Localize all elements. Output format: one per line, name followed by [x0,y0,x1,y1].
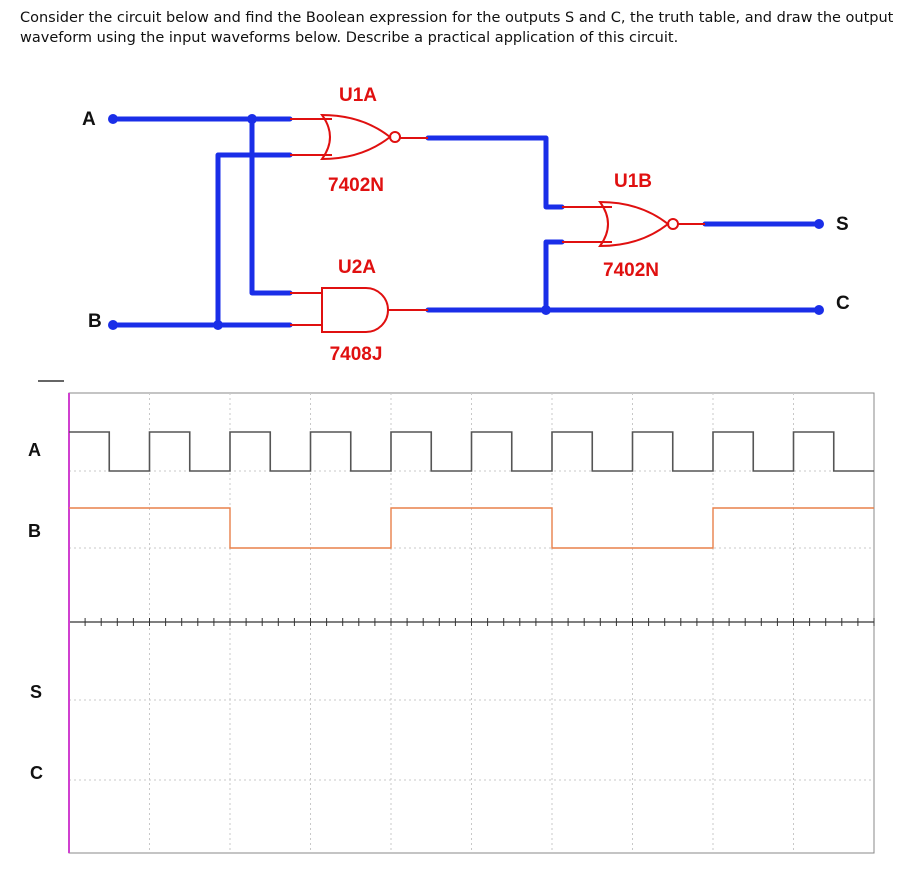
junctions [108,114,824,330]
wave-label-s: S [30,682,42,702]
terminal-c-dot [814,305,824,315]
u2a-part-label: 7408J [330,344,383,365]
wave-label-a: A [28,440,41,460]
junction-c-dot [541,305,551,315]
input-b-label: B [88,311,102,332]
wave-label-b: B [28,521,41,541]
junction-a-dot [247,114,257,124]
terminal-b-dot [108,320,118,330]
wire-nor1-out [425,135,565,210]
u1b-part-label: 7402N [603,260,659,281]
output-c-label: C [836,293,850,314]
junction-b-dot [213,320,223,330]
u1a-ref-label: U1A [339,85,377,106]
and-gate-u2a [290,287,428,333]
wire-c-to-nor2 [543,239,565,313]
circuit-schematic: U1A 7402N U1B 7402N U2A 7408J A B S C [82,85,850,365]
nor-gate-u1a [290,113,428,161]
u2a-ref-label: U2A [338,257,376,278]
input-a-label: A [82,109,96,130]
question-text: Consider the circuit below and find the … [20,10,894,46]
wires [110,116,821,328]
output-s-label: S [836,214,849,235]
nor-gate-u1b [562,200,705,248]
u1a-part-label: 7402N [328,175,384,196]
waveform-a-trace [69,431,874,472]
wave-label-c: C [30,763,43,783]
u1b-ref-label: U1B [614,171,652,192]
waveform-panel: A B S C [28,380,875,854]
terminal-a-dot [108,114,118,124]
terminal-s-dot [814,219,824,229]
wire-b-to-nor [215,152,293,328]
waveform-b-trace [69,507,874,549]
wire-a-to-and [249,116,293,296]
